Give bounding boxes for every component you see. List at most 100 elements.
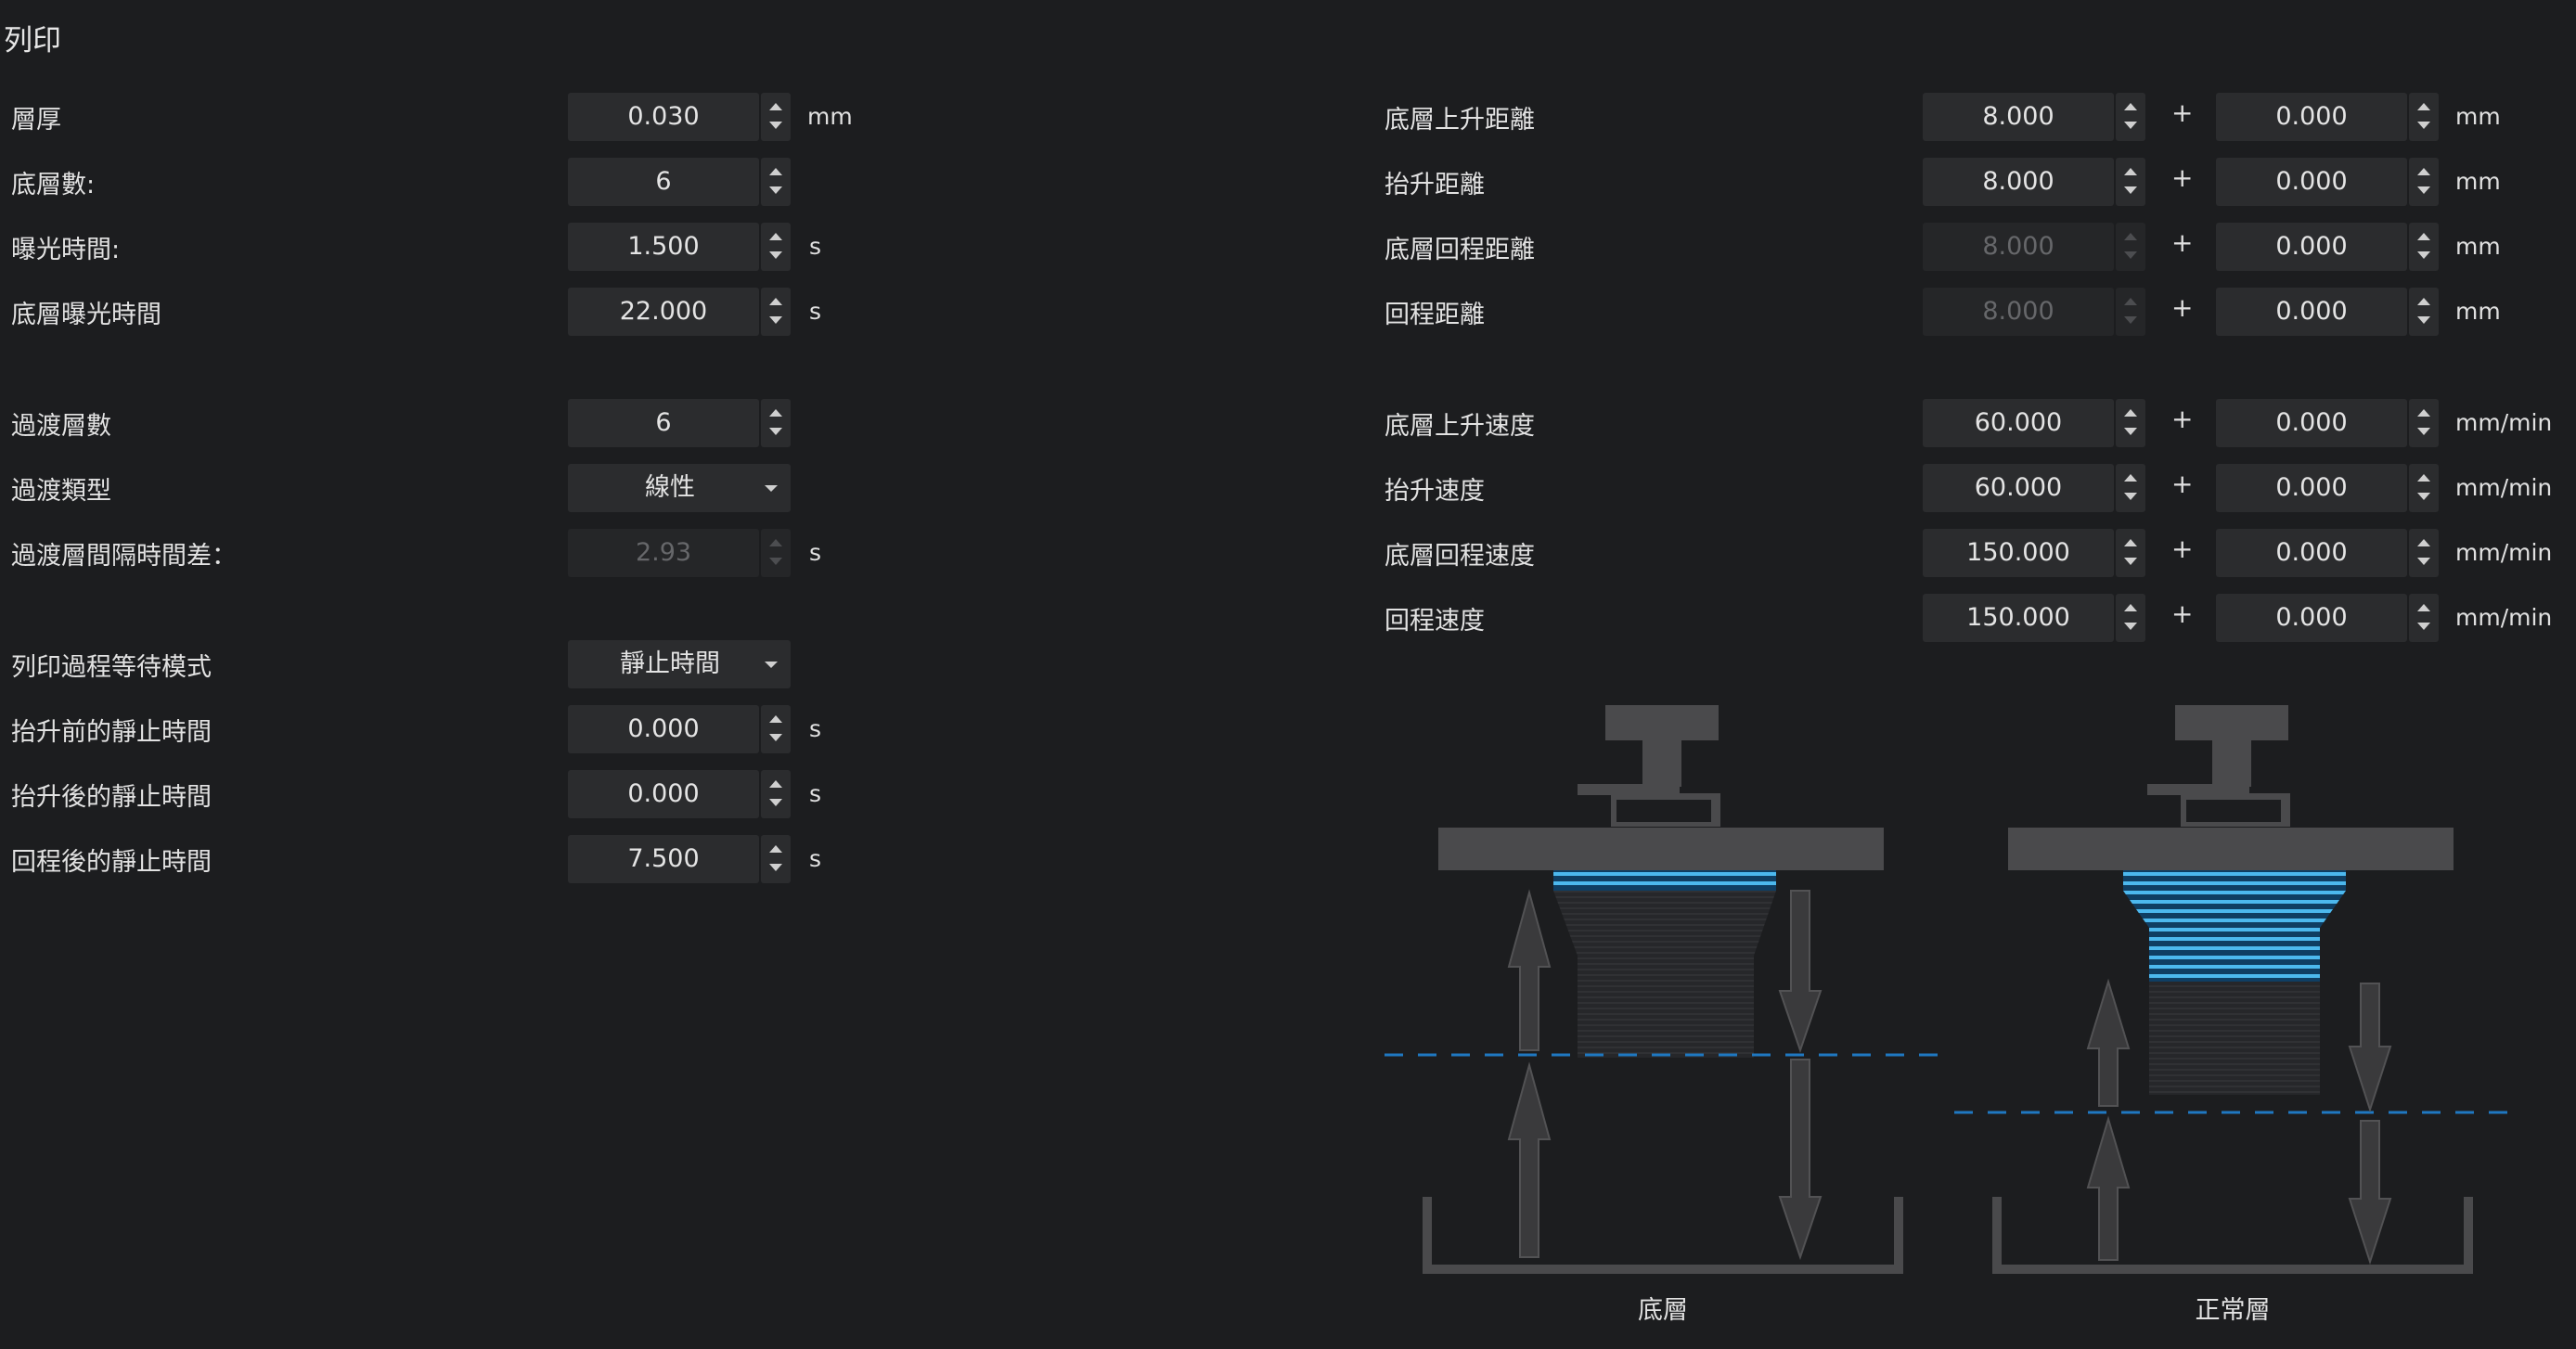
chevron-down-icon[interactable] [2417, 186, 2430, 194]
chevron-up-icon[interactable] [2124, 409, 2137, 417]
chevron-down-icon[interactable] [769, 316, 782, 324]
spinner-arrows[interactable] [2409, 158, 2439, 206]
rest-after-lift-spinbox[interactable]: 0.000 [568, 770, 791, 818]
spinner-arrows[interactable] [2116, 464, 2145, 512]
spinner-arrows[interactable] [761, 705, 791, 753]
spinner-arrows[interactable] [761, 770, 791, 818]
spinner-arrows[interactable] [761, 93, 791, 141]
chevron-down-icon[interactable] [769, 428, 782, 435]
chevron-down-icon[interactable] [2417, 558, 2430, 565]
rest-before-lift-input[interactable]: 0.000 [568, 705, 759, 753]
chevron-down-icon[interactable] [2417, 493, 2430, 500]
motion-value-input[interactable]: 8.000 [1923, 93, 2114, 141]
chevron-down-icon[interactable] [2124, 428, 2137, 435]
chevron-up-icon[interactable] [2124, 539, 2137, 546]
spinner-arrows[interactable] [2116, 399, 2145, 447]
motion-extra-input[interactable]: 0.000 [2216, 93, 2407, 141]
spinner-arrows[interactable] [2409, 464, 2439, 512]
motion-value-spinbox[interactable]: 8.000 [1923, 93, 2145, 141]
chevron-down-icon[interactable] [765, 662, 778, 668]
chevron-up-icon[interactable] [2417, 409, 2430, 417]
motion-value-input[interactable]: 8.000 [1923, 158, 2114, 206]
motion-value-spinbox[interactable]: 60.000 [1923, 464, 2145, 512]
motion-value-spinbox[interactable]: 60.000 [1923, 399, 2145, 447]
spinner-arrows[interactable] [761, 835, 791, 883]
chevron-down-icon[interactable] [769, 186, 782, 194]
chevron-down-icon[interactable] [769, 864, 782, 871]
chevron-down-icon[interactable] [2124, 558, 2137, 565]
chevron-up-icon[interactable] [2124, 474, 2137, 482]
rest-after-lift-input[interactable]: 0.000 [568, 770, 759, 818]
chevron-up-icon[interactable] [2417, 168, 2430, 175]
motion-value-input[interactable]: 60.000 [1923, 399, 2114, 447]
spinner-arrows[interactable] [2409, 223, 2439, 271]
bottom-layers-input[interactable]: 6 [568, 158, 759, 206]
motion-extra-input[interactable]: 0.000 [2216, 399, 2407, 447]
motion-extra-spinbox[interactable]: 0.000 [2216, 158, 2439, 206]
motion-value-spinbox[interactable]: 8.000 [1923, 158, 2145, 206]
spinner-arrows[interactable] [761, 158, 791, 206]
spinner-arrows[interactable] [2116, 529, 2145, 577]
chevron-up-icon[interactable] [2124, 604, 2137, 611]
chevron-down-icon[interactable] [765, 485, 778, 492]
chevron-down-icon[interactable] [2124, 623, 2137, 630]
chevron-up-icon[interactable] [769, 233, 782, 240]
chevron-down-icon[interactable] [2417, 251, 2430, 259]
motion-extra-spinbox[interactable]: 0.000 [2216, 223, 2439, 271]
chevron-down-icon[interactable] [2124, 493, 2137, 500]
chevron-down-icon[interactable] [769, 734, 782, 741]
chevron-up-icon[interactable] [769, 409, 782, 417]
motion-extra-spinbox[interactable]: 0.000 [2216, 594, 2439, 642]
spinner-arrows[interactable] [2409, 288, 2439, 336]
chevron-down-icon[interactable] [2417, 122, 2430, 129]
chevron-down-icon[interactable] [2417, 623, 2430, 630]
chevron-up-icon[interactable] [2417, 539, 2430, 546]
spinner-arrows[interactable] [761, 288, 791, 336]
motion-value-input[interactable]: 60.000 [1923, 464, 2114, 512]
exposure-time-input[interactable]: 1.500 [568, 223, 759, 271]
chevron-up-icon[interactable] [769, 103, 782, 110]
chevron-up-icon[interactable] [2417, 103, 2430, 110]
spinner-arrows[interactable] [2116, 158, 2145, 206]
chevron-up-icon[interactable] [769, 168, 782, 175]
motion-extra-input[interactable]: 0.000 [2216, 529, 2407, 577]
transition-type-select[interactable]: 線性 [568, 464, 791, 512]
chevron-down-icon[interactable] [2124, 186, 2137, 194]
rest-after-retract-spinbox[interactable]: 7.500 [568, 835, 791, 883]
spinner-arrows[interactable] [2116, 93, 2145, 141]
chevron-up-icon[interactable] [2417, 298, 2430, 305]
bottom-exposure-input[interactable]: 22.000 [568, 288, 759, 336]
chevron-down-icon[interactable] [769, 251, 782, 259]
spinner-arrows[interactable] [2116, 594, 2145, 642]
chevron-up-icon[interactable] [2124, 103, 2137, 110]
spinner-arrows[interactable] [761, 399, 791, 447]
motion-value-input[interactable]: 150.000 [1923, 594, 2114, 642]
motion-extra-spinbox[interactable]: 0.000 [2216, 93, 2439, 141]
motion-extra-input[interactable]: 0.000 [2216, 288, 2407, 336]
chevron-down-icon[interactable] [769, 799, 782, 806]
chevron-down-icon[interactable] [769, 122, 782, 129]
spinner-arrows[interactable] [2409, 399, 2439, 447]
bottom-layers-spinbox[interactable]: 6 [568, 158, 791, 206]
motion-extra-spinbox[interactable]: 0.000 [2216, 529, 2439, 577]
motion-value-spinbox[interactable]: 150.000 [1923, 594, 2145, 642]
chevron-down-icon[interactable] [2417, 316, 2430, 324]
motion-extra-spinbox[interactable]: 0.000 [2216, 399, 2439, 447]
motion-extra-spinbox[interactable]: 0.000 [2216, 464, 2439, 512]
spinner-arrows[interactable] [761, 223, 791, 271]
chevron-up-icon[interactable] [769, 845, 782, 853]
motion-extra-input[interactable]: 0.000 [2216, 464, 2407, 512]
exposure-time-spinbox[interactable]: 1.500 [568, 223, 791, 271]
motion-value-input[interactable]: 150.000 [1923, 529, 2114, 577]
chevron-up-icon[interactable] [2417, 233, 2430, 240]
spinner-arrows[interactable] [2409, 93, 2439, 141]
chevron-up-icon[interactable] [769, 780, 782, 788]
chevron-up-icon[interactable] [2417, 604, 2430, 611]
rest-before-lift-spinbox[interactable]: 0.000 [568, 705, 791, 753]
motion-extra-input[interactable]: 0.000 [2216, 594, 2407, 642]
chevron-down-icon[interactable] [2417, 428, 2430, 435]
motion-value-spinbox[interactable]: 150.000 [1923, 529, 2145, 577]
bottom-exposure-spinbox[interactable]: 22.000 [568, 288, 791, 336]
layer-height-input[interactable]: 0.030 [568, 93, 759, 141]
chevron-up-icon[interactable] [2124, 168, 2137, 175]
